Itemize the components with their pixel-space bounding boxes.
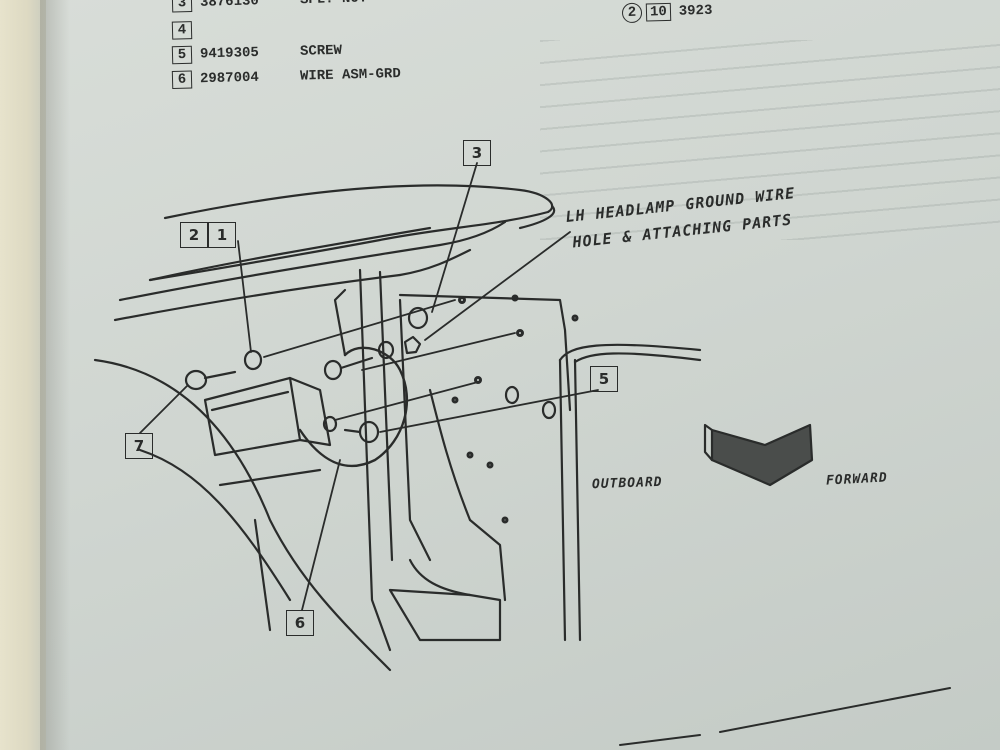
body-sweep-inner — [138, 448, 292, 602]
hole — [516, 329, 524, 337]
fender-vertical-2 — [573, 358, 582, 642]
screw-5-shank — [343, 428, 362, 434]
hood-tip — [518, 204, 556, 230]
leader-6 — [301, 459, 341, 611]
nut-3 — [407, 306, 429, 330]
screw-front-shank — [339, 356, 374, 370]
page-line-bottom-1 — [619, 734, 701, 746]
support-top-edge — [398, 293, 572, 412]
callout-7: 7 — [125, 433, 153, 459]
leader-3 — [431, 162, 478, 313]
callout-6: 6 — [286, 610, 314, 636]
label-outboard: OUTBOARD — [591, 474, 663, 493]
screw-7-shank — [203, 370, 237, 380]
page-gutter-shadow — [40, 0, 70, 750]
leader-hole-2 — [334, 381, 479, 421]
screw-7-head — [184, 369, 208, 391]
fender-corner-inner — [573, 352, 702, 364]
star-washer — [403, 335, 422, 355]
bleed-through-text — [540, 40, 1000, 240]
hole — [466, 451, 474, 459]
fender-mid-line — [113, 273, 402, 322]
support-panel-line — [398, 298, 432, 562]
hole — [501, 516, 509, 524]
hole — [451, 396, 459, 404]
ground-wire-loop — [298, 346, 408, 468]
grommet-hole — [504, 385, 520, 405]
grommet-hole-2 — [541, 400, 557, 420]
fender-curve — [398, 248, 472, 277]
label-forward: FORWARD — [825, 470, 889, 489]
hole — [511, 294, 519, 302]
headlamp-housing — [203, 376, 302, 457]
callout-2: 2 — [180, 222, 208, 248]
screw-front — [323, 359, 343, 381]
leader-2 — [263, 299, 456, 358]
hood-edge-outline — [148, 184, 554, 282]
callout-3: 3 — [463, 140, 491, 166]
fender-corner-outer — [558, 343, 702, 362]
hole — [458, 296, 466, 304]
body-vertical — [253, 518, 272, 632]
callout-5: 5 — [590, 366, 618, 392]
ground-wire-lead — [333, 288, 347, 357]
support-curve — [428, 388, 472, 522]
leader-hole-1 — [361, 332, 516, 371]
leader-7 — [139, 385, 188, 434]
page-line-bottom-2 — [719, 687, 951, 733]
bracket-foot — [388, 588, 502, 642]
leader-5 — [379, 389, 599, 433]
headlamp-lens-line — [210, 390, 290, 412]
support-inner-edge — [378, 270, 394, 562]
leader-1 — [237, 240, 252, 353]
body-sweep-outer — [93, 358, 392, 672]
direction-arrow-icon — [710, 423, 814, 487]
fender-vertical-1 — [558, 358, 567, 642]
fender-upper-line — [118, 220, 507, 302]
bracket-foot-curve — [408, 558, 472, 597]
direction-arrow-edge — [703, 423, 714, 462]
callout-1: 1 — [208, 222, 236, 248]
body-crease — [218, 468, 322, 487]
hood-inner-line — [148, 226, 432, 282]
support-lower-bracket — [468, 518, 507, 602]
support-left-edge — [358, 268, 392, 652]
book-page-edge — [0, 0, 46, 750]
hole — [486, 461, 494, 469]
screw-5 — [358, 420, 380, 444]
screw-5-washer — [322, 415, 338, 433]
hole — [571, 314, 579, 322]
headlamp-housing-side — [288, 376, 332, 447]
leader-title — [424, 231, 571, 341]
washer-2 — [243, 349, 263, 371]
